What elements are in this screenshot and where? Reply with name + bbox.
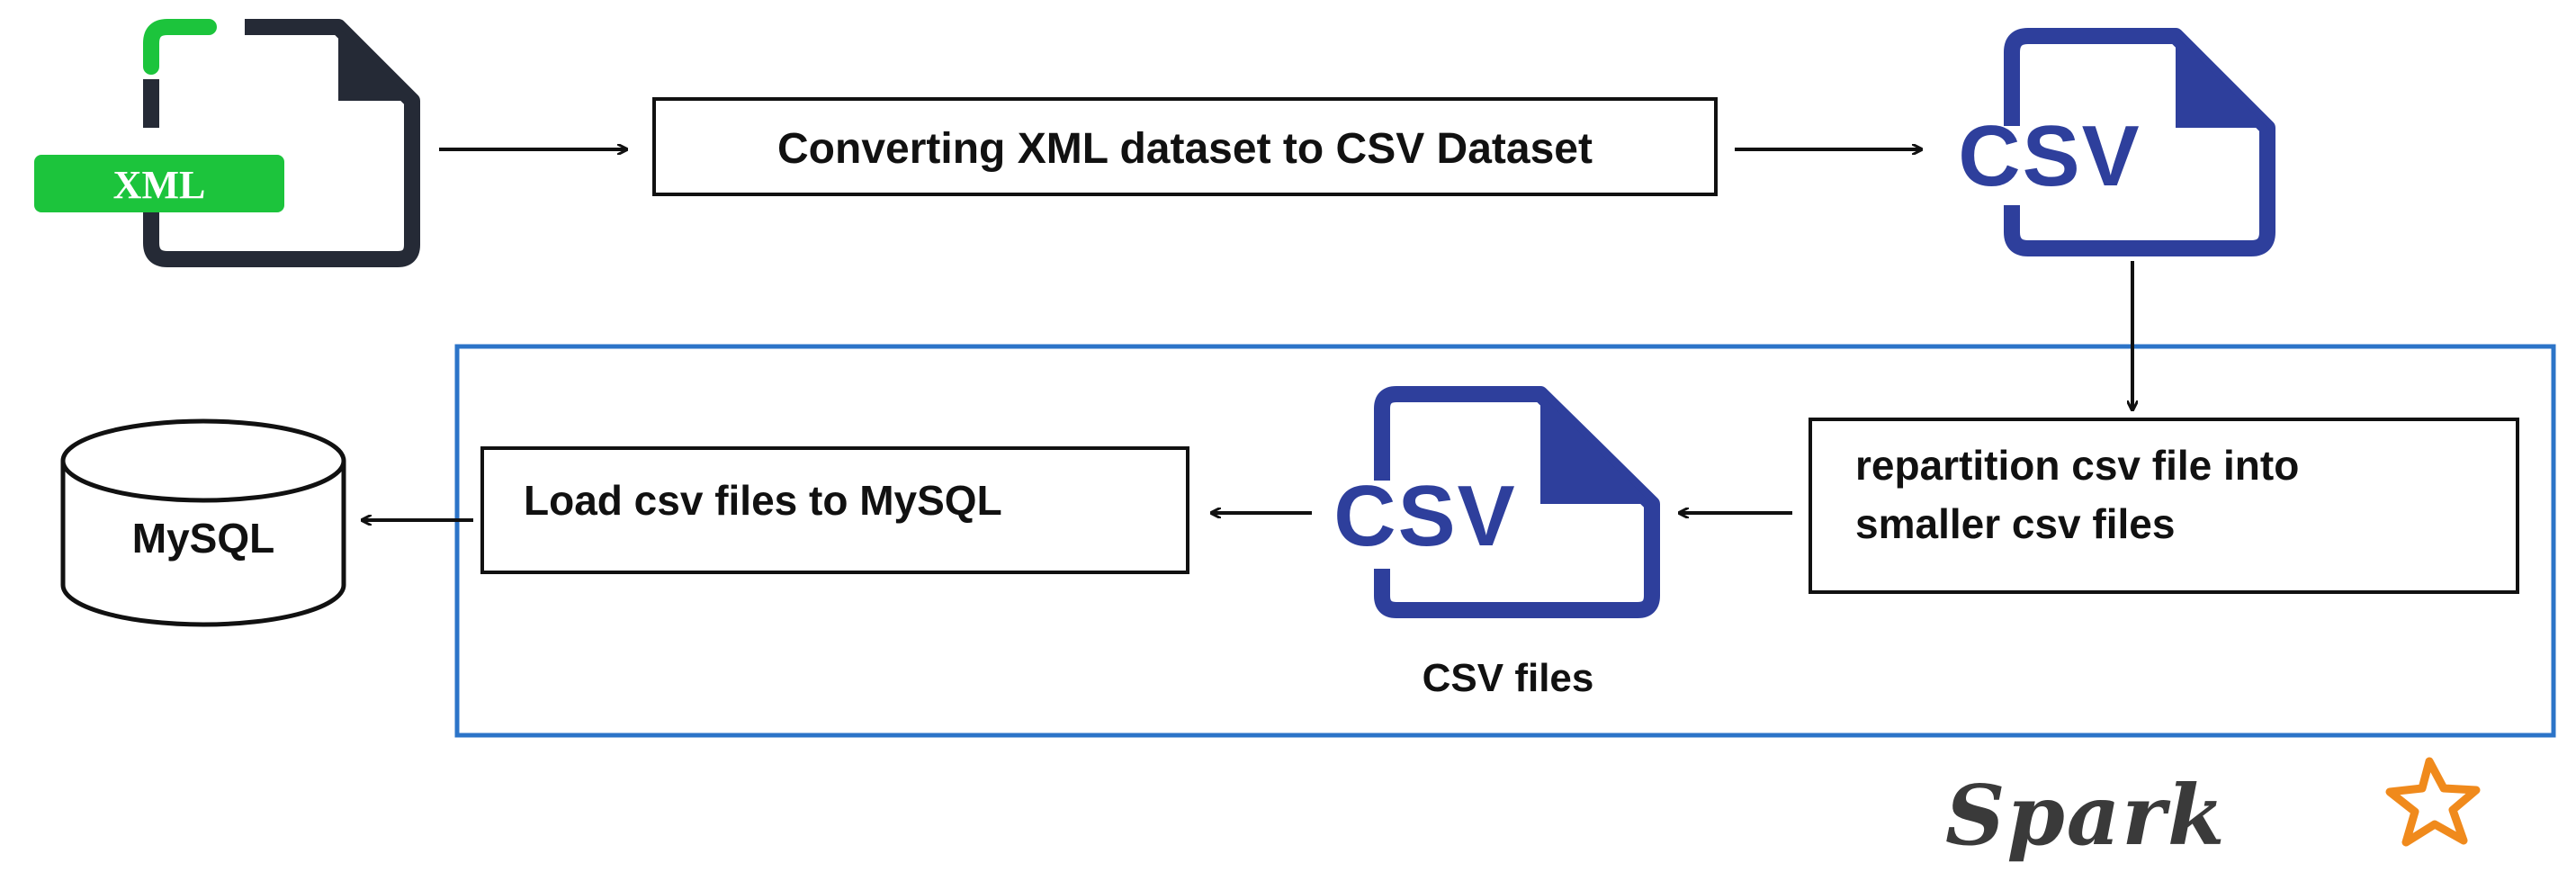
xml-file-icon: XML (34, 19, 420, 267)
repartition-step-label: repartition csv file into smaller csv fi… (1855, 442, 2311, 547)
csv-icon-middle-label: CSV (1333, 468, 1516, 564)
csv-icon-top-label: CSV (1958, 108, 2141, 204)
spark-logo-label: Spark (1945, 767, 2227, 864)
csv-file-icon-top: CSV (1958, 28, 2275, 256)
convert-step-label: Converting XML dataset to CSV Dataset (777, 125, 1593, 173)
load-step-box: Load csv files to MySQL (480, 446, 1189, 574)
spark-processing-frame (454, 344, 2556, 738)
mysql-database-icon: MySQL (60, 418, 346, 627)
load-step-label: Load csv files to MySQL (524, 477, 1002, 524)
csv-file-icon-middle: CSV (1333, 386, 1660, 618)
repartition-step-line-2: smaller csv files (1855, 500, 2175, 547)
convert-step-box: Converting XML dataset to CSV Dataset (652, 97, 1718, 196)
csv-files-caption: CSV files (1423, 656, 1594, 700)
mysql-label: MySQL (132, 515, 274, 562)
spark-logo: Spark (1945, 757, 2481, 864)
repartition-step-line-1: repartition csv file into (1855, 442, 2299, 489)
repartition-step-box: repartition csv file into smaller csv fi… (1809, 418, 2519, 594)
xml-icon-label: XML (113, 163, 206, 207)
